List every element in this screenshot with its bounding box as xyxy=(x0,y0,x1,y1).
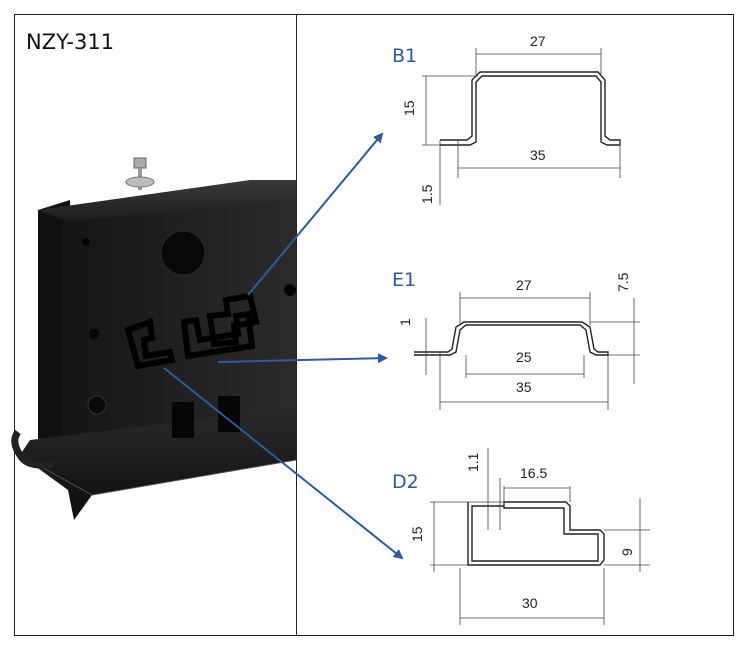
socket xyxy=(160,230,206,276)
panel-divider xyxy=(296,14,297,636)
b1-height: 15 xyxy=(401,100,417,116)
e1-height: 7.5 xyxy=(615,272,631,292)
profile-e1-label: E1 xyxy=(392,269,416,291)
b1-top-width: 27 xyxy=(530,33,546,49)
screw xyxy=(87,395,107,415)
model-label: NZY-311 xyxy=(26,30,115,54)
hole xyxy=(284,284,296,296)
b1-thickness: 1.5 xyxy=(419,184,435,204)
profile-b1-shape xyxy=(440,71,621,146)
profile-d2: D2 16.5 30 15 9 1.1 xyxy=(392,448,650,625)
slot xyxy=(218,396,240,432)
d2-step-height: 9 xyxy=(619,548,635,556)
profile-d2-shape xyxy=(467,501,605,566)
pointer-arrows xyxy=(163,132,404,560)
d2-top-width: 16.5 xyxy=(520,465,547,481)
profile-d2-label: D2 xyxy=(392,471,419,493)
profile-b1-label: B1 xyxy=(392,45,417,67)
e1-top-width: 27 xyxy=(516,277,532,293)
d2-bottom-width: 30 xyxy=(522,595,538,611)
outer-frame xyxy=(14,14,734,636)
e1-inner-width: 25 xyxy=(516,349,532,365)
slot xyxy=(172,402,194,438)
profile-e1-shape xyxy=(414,321,609,356)
device-front xyxy=(62,200,296,445)
d2-height: 15 xyxy=(409,526,425,542)
arrow-to-d2 xyxy=(163,367,404,560)
profile-b1: B1 27 35 15 1.5 xyxy=(392,33,621,205)
profile-e1: E1 27 25 35 7.5 1 xyxy=(392,269,640,410)
arrow-to-e1 xyxy=(217,353,388,364)
e1-bottom-width: 35 xyxy=(516,379,532,395)
hole xyxy=(89,329,99,339)
b1-bottom-width: 35 xyxy=(530,147,546,163)
cable xyxy=(11,429,55,469)
d2-thickness: 1.1 xyxy=(465,452,481,472)
device-base xyxy=(20,408,296,520)
bolt xyxy=(125,157,155,190)
device-photo xyxy=(11,157,297,520)
arrow-to-b1 xyxy=(247,132,384,296)
device-top xyxy=(38,180,296,222)
e1-thickness: 1 xyxy=(397,318,413,326)
hole xyxy=(82,238,90,246)
profile-cutouts xyxy=(124,292,260,370)
